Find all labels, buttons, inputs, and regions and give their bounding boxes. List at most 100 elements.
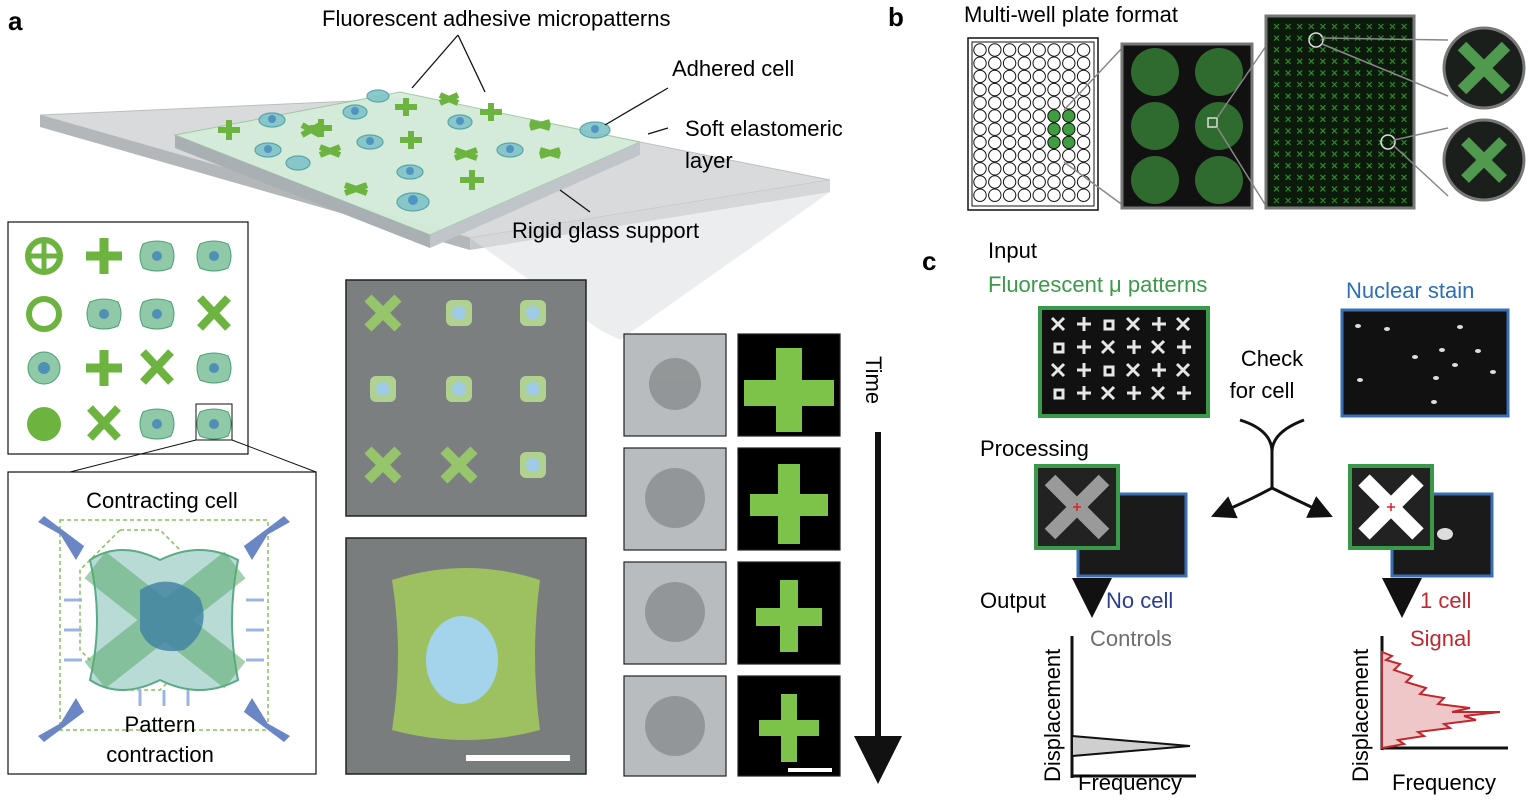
well	[988, 82, 1002, 97]
pattern-mark	[1273, 127, 1280, 134]
pattern-mark	[1366, 81, 1373, 88]
pattern-mark	[1343, 23, 1350, 30]
well	[1062, 69, 1076, 84]
pattern-mark	[1401, 197, 1408, 204]
pattern-mark	[1366, 116, 1373, 123]
pattern-mark	[1377, 185, 1384, 192]
pattern-mark	[1296, 127, 1303, 134]
pattern-mark	[1050, 316, 1066, 332]
pattern-mark	[1366, 174, 1373, 181]
pattern-mark	[1354, 69, 1361, 76]
well	[1032, 69, 1046, 84]
well	[1076, 56, 1091, 70]
pattern-mark	[1401, 58, 1408, 65]
well	[1047, 175, 1061, 189]
pattern-mark	[1103, 319, 1115, 331]
well	[973, 188, 987, 202]
well	[1032, 175, 1046, 189]
pattern-mark	[1273, 116, 1280, 123]
well	[1076, 109, 1091, 123]
well	[1017, 82, 1032, 97]
nuclear-stain-label: Nuclear stain	[1346, 278, 1474, 303]
pattern-mark	[1401, 162, 1408, 169]
pattern-mark	[1177, 386, 1191, 400]
well	[1047, 135, 1061, 150]
pattern-mark	[1152, 363, 1166, 377]
pattern-mark	[1354, 46, 1361, 53]
pattern-mark	[1319, 81, 1326, 88]
pattern-mark	[1308, 197, 1315, 204]
pattern-mark	[1401, 93, 1408, 100]
pattern-mark	[1308, 23, 1315, 30]
pattern-mark	[1319, 185, 1326, 192]
well	[1047, 82, 1061, 97]
well	[988, 175, 1002, 189]
pattern-mark	[1296, 151, 1303, 158]
pattern-mark	[1366, 23, 1373, 30]
glass-label: Rigid glass support	[512, 218, 699, 243]
well	[973, 96, 987, 110]
soft-elastomeric-layer	[173, 91, 642, 248]
well	[1047, 56, 1061, 70]
pattern-mark	[1285, 185, 1292, 192]
pattern-mark	[1331, 197, 1338, 204]
soft-layer-label-line2: layer	[685, 148, 733, 173]
well	[1062, 148, 1076, 163]
well	[1076, 122, 1091, 136]
pattern-mark	[1401, 127, 1408, 134]
panel-c: c Input Fluorescent μ patterns Nuclear s…	[922, 238, 1510, 795]
pattern-mark	[1308, 139, 1315, 146]
pattern-mark	[1285, 162, 1292, 169]
panel-b: b Multi-well plate format	[888, 2, 1526, 211]
processing-one-cell	[1348, 464, 1494, 578]
pattern-mark	[1343, 197, 1350, 204]
pattern-mark	[1389, 174, 1396, 181]
well	[1002, 135, 1017, 150]
plate-format-label: Multi-well plate format	[964, 2, 1178, 27]
well	[988, 188, 1002, 202]
processing-label: Processing	[980, 436, 1089, 461]
multiwell-plate	[967, 37, 1099, 211]
pattern-mark	[1152, 317, 1166, 331]
pattern-mark	[1389, 162, 1396, 169]
well	[1062, 175, 1076, 189]
pattern-mark	[1377, 104, 1384, 111]
well	[1017, 188, 1032, 202]
pattern-mark	[1077, 317, 1091, 331]
pattern-mark	[1296, 93, 1303, 100]
pattern-mark	[1308, 185, 1315, 192]
pattern-mark	[1366, 139, 1373, 146]
pattern-mark	[1296, 58, 1303, 65]
pattern-mark	[1331, 58, 1338, 65]
pattern-mark	[1273, 69, 1280, 76]
contracting-cell-label: Contracting cell	[86, 488, 238, 513]
pattern-mark	[1077, 386, 1091, 400]
well	[988, 122, 1002, 136]
pattern-mark	[1377, 197, 1384, 204]
micropatterns-pointer-2	[457, 34, 486, 93]
pattern-mark	[1285, 127, 1292, 134]
pattern-mark	[1296, 139, 1303, 146]
pattern-field-image	[1264, 14, 1449, 210]
pattern-mark	[1331, 139, 1338, 146]
well	[988, 56, 1002, 70]
well	[1047, 122, 1061, 136]
no-cell-label: No cell	[1106, 588, 1173, 613]
well	[973, 69, 987, 84]
cell-nuclei	[264, 107, 599, 205]
pattern-mark	[1319, 197, 1326, 204]
well	[1062, 96, 1076, 110]
well	[988, 43, 1002, 57]
pattern-mark	[1296, 174, 1303, 181]
pattern-mark	[1273, 93, 1280, 100]
pattern-mark	[1308, 127, 1315, 134]
pattern-mark	[1366, 162, 1373, 169]
pattern-mark	[1377, 162, 1384, 169]
pattern-mark	[1319, 69, 1326, 76]
well	[1032, 162, 1046, 176]
pattern-mark	[1331, 174, 1338, 181]
pattern-mark	[1343, 174, 1350, 181]
pattern-mark	[1343, 46, 1350, 53]
pattern-mark	[1319, 58, 1326, 65]
pattern-mark	[1319, 139, 1326, 146]
